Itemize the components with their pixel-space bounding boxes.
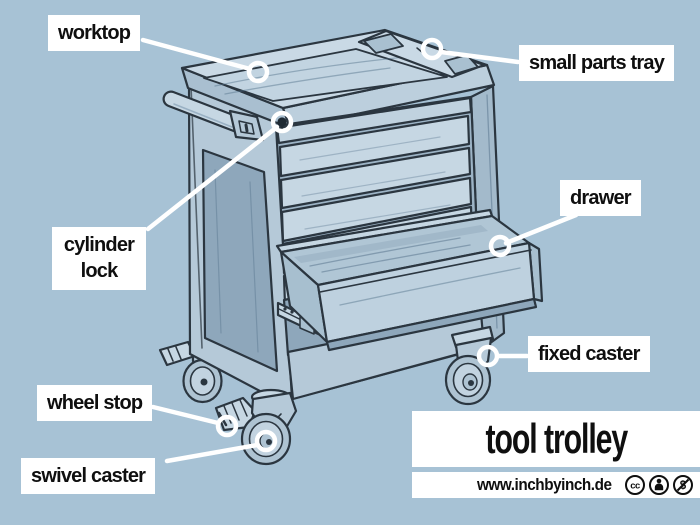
side-frame	[187, 82, 295, 402]
cc-icon: cc	[625, 475, 645, 495]
leader-small-parts-tray	[420, 37, 521, 65]
callout-drawer: drawer	[560, 180, 641, 217]
swivel-caster-shape	[214, 388, 298, 466]
callout-fixed-caster: fixed caster	[528, 336, 650, 373]
title-bar: tool trolley	[412, 411, 700, 467]
attribution-icon	[649, 475, 669, 495]
callout-small-parts-tray: small parts tray	[519, 45, 675, 82]
callout-cylinder-lock: cylinder lock	[52, 227, 146, 290]
push-handle	[162, 90, 265, 142]
cylinder-lock-shape	[277, 117, 287, 131]
callout-worktop: worktop	[48, 15, 141, 52]
footer-bar: www.inchbyinch.de cc $	[412, 472, 700, 498]
fixed-caster-shape	[444, 325, 495, 406]
open-drawer	[275, 208, 544, 352]
callout-wheel-stop: wheel stop	[37, 385, 153, 422]
page-title: tool trolley	[485, 415, 628, 462]
leader-cylinder-lock	[145, 110, 294, 232]
leader-lines	[140, 37, 579, 464]
license-icons: cc $	[624, 474, 694, 496]
nc-icon: $	[673, 475, 693, 495]
leader-wheel-stop	[150, 404, 239, 438]
website-url: www.inchbyinch.de	[477, 475, 612, 494]
leader-drawer	[488, 212, 579, 258]
leader-worktop	[140, 37, 270, 84]
svg-text:cc: cc	[630, 481, 640, 492]
leader-fixed-caster	[476, 344, 530, 368]
callout-swivel-caster: swivel caster	[21, 458, 156, 495]
leader-swivel-caster	[164, 429, 278, 464]
